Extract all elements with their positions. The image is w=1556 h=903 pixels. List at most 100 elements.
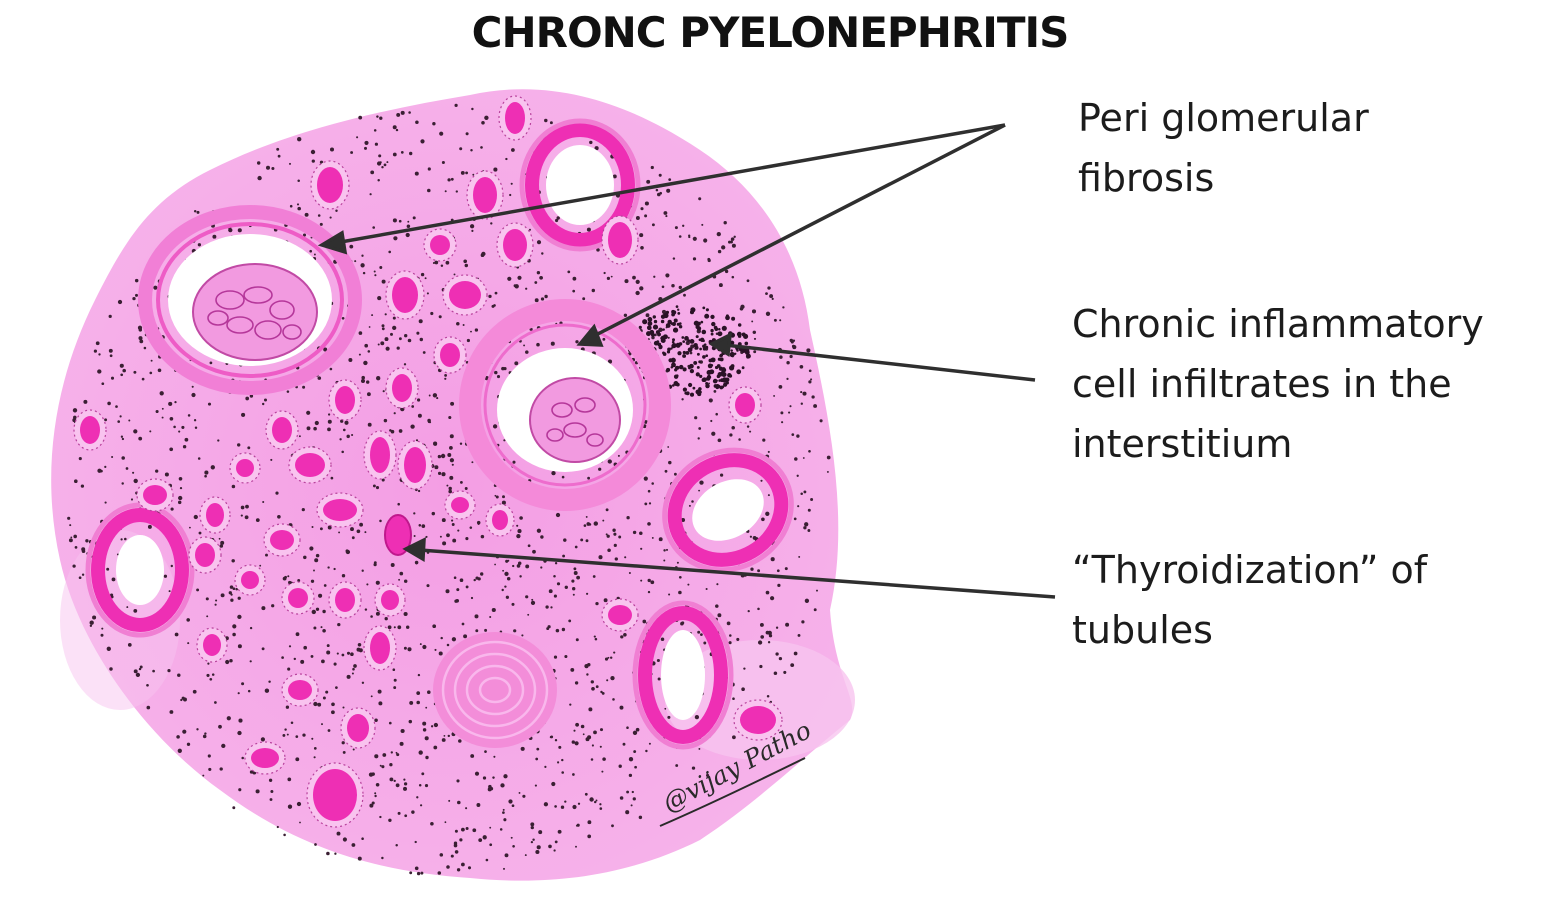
infiltrate-cell [654,341,659,346]
nucleus-dot [765,292,768,295]
nucleus-dot [767,286,770,289]
nucleus-dot [303,646,307,650]
nucleus-dot [551,782,555,786]
nucleus-dot [289,163,291,165]
nucleus-dot [750,536,752,538]
nucleus-dot [777,569,780,572]
nucleus-dot [576,825,578,827]
nucleus-dot [586,673,588,675]
tubule-colloid [203,634,221,656]
nucleus-dot [667,716,670,719]
nucleus-dot [356,136,358,138]
nucleus-dot [195,427,197,429]
infiltrate-cell [653,315,656,318]
nucleus-dot [671,284,674,287]
nucleus-dot [475,576,478,579]
nucleus-dot [774,672,778,676]
tubule-colloid [608,222,632,258]
nucleus-dot [446,485,448,487]
nucleus-dot [107,647,111,651]
nucleus-dot [769,294,773,298]
nucleus-dot [587,663,590,666]
infiltrate-cell [690,339,695,344]
infiltrate-cell [690,369,694,373]
nucleus-dot [550,736,553,739]
nucleus-dot [418,674,420,676]
nucleus-dot [719,283,723,287]
nucleus-dot [602,338,605,341]
nucleus-dot [496,496,499,499]
nucleus-dot [368,423,372,427]
nucleus-dot [72,564,75,567]
infiltrate-cell [709,369,714,374]
infiltrate-cell [731,317,735,321]
nucleus-dot [608,459,612,463]
label-line: “Thyroidization” of [1072,540,1427,600]
nucleus-dot [374,129,377,132]
nucleus-dot [803,490,806,493]
nucleus-dot [434,649,436,651]
nucleus-dot [555,219,558,222]
nucleus-dot [656,189,659,192]
nucleus-dot [168,402,172,406]
nucleus-dot [169,447,173,451]
nucleus-dot [652,537,654,539]
nucleus-dot [104,418,107,421]
nucleus-dot [573,567,576,570]
nucleus-dot [409,701,413,705]
nucleus-dot [519,575,521,577]
nucleus-dot [361,837,364,840]
nucleus-dot [791,433,794,436]
nucleus-dot [455,104,458,107]
nucleus-dot [659,537,663,541]
nucleus-dot [94,350,97,353]
infiltrate-cell [706,308,709,311]
infiltrate-cell [677,312,680,315]
nucleus-dot [394,412,396,414]
nucleus-dot [493,424,497,428]
nucleus-dot [196,728,198,730]
nucleus-dot [112,577,116,581]
nucleus-dot [420,139,424,143]
nucleus-dot [483,835,487,839]
nucleus-dot [393,125,397,129]
nucleus-dot [288,805,292,809]
nucleus-dot [587,835,591,839]
nucleus-dot [572,290,575,293]
nucleus-dot [434,723,438,727]
nucleus-dot [326,651,330,655]
nucleus-dot [180,699,182,701]
nucleus-dot [346,435,349,438]
nucleus-dot [144,347,147,350]
nucleus-dot [259,565,261,567]
nucleus-dot [588,707,592,711]
nucleus-dot [694,416,697,419]
nucleus-dot [347,652,350,655]
nucleus-dot [652,223,655,226]
nucleus-dot [360,263,364,267]
nucleus-dot [461,171,465,175]
nucleus-dot [111,377,114,380]
nucleus-dot [177,673,180,676]
nucleus-dot [511,148,515,152]
nucleus-dot [238,788,241,791]
nucleus-dot [446,865,450,869]
nucleus-dot [682,225,684,227]
nucleus-dot [523,344,525,346]
nucleus-dot [567,271,570,274]
nucleus-dot [270,798,273,801]
nucleus-dot [710,420,712,422]
nucleus-dot [376,783,380,787]
nucleus-dot [245,505,249,509]
nucleus-dot [338,531,340,533]
nucleus-dot [808,380,811,383]
nucleus-dot [657,193,661,197]
nucleus-dot [440,637,442,639]
nucleus-dot [399,337,402,340]
nucleus-dot [620,706,624,710]
nucleus-dot [786,378,788,380]
nucleus-dot [238,719,242,723]
nucleus-dot [425,756,428,759]
nucleus-dot [232,485,236,489]
nucleus-dot [794,457,798,461]
